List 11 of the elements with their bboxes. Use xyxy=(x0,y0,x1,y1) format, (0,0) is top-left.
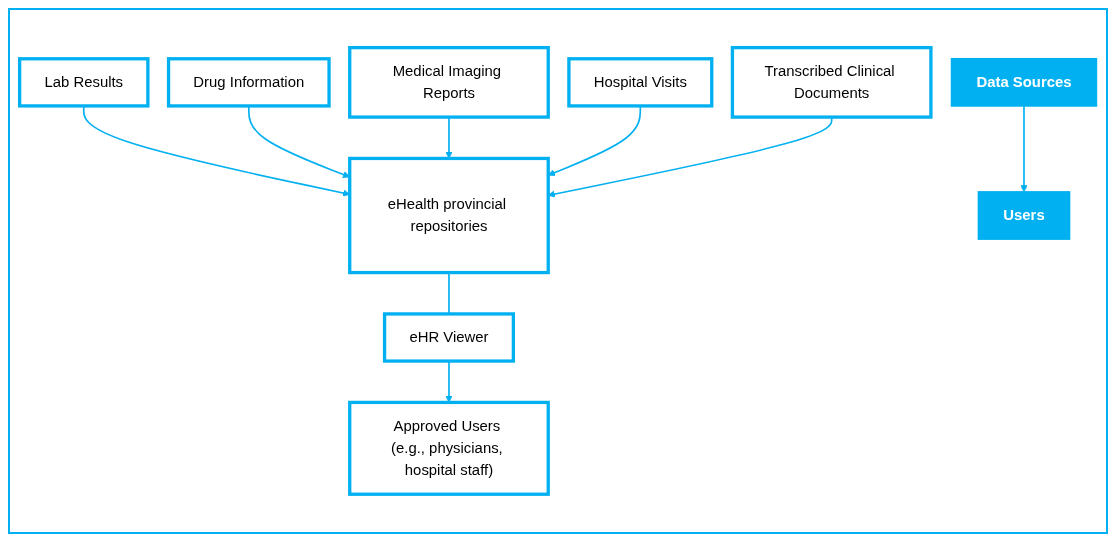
arrow xyxy=(1020,105,1028,193)
node-box: Medical Imaging Reports xyxy=(348,46,550,119)
node-box: Approved Users (e.g., physicians, hospital staff) xyxy=(348,400,550,496)
node-box: Data Sources xyxy=(950,58,1098,107)
node-box: Hospital Visits xyxy=(567,57,714,108)
node-box: Drug Information xyxy=(166,57,331,108)
node-box: Users xyxy=(977,191,1071,240)
node-box: Transcribed Clinical Documents xyxy=(730,46,933,119)
node-box: Lab Results xyxy=(17,57,150,108)
node-box: eHealth provincial repositories xyxy=(348,156,550,275)
node-box: eHR Viewer xyxy=(382,312,515,363)
